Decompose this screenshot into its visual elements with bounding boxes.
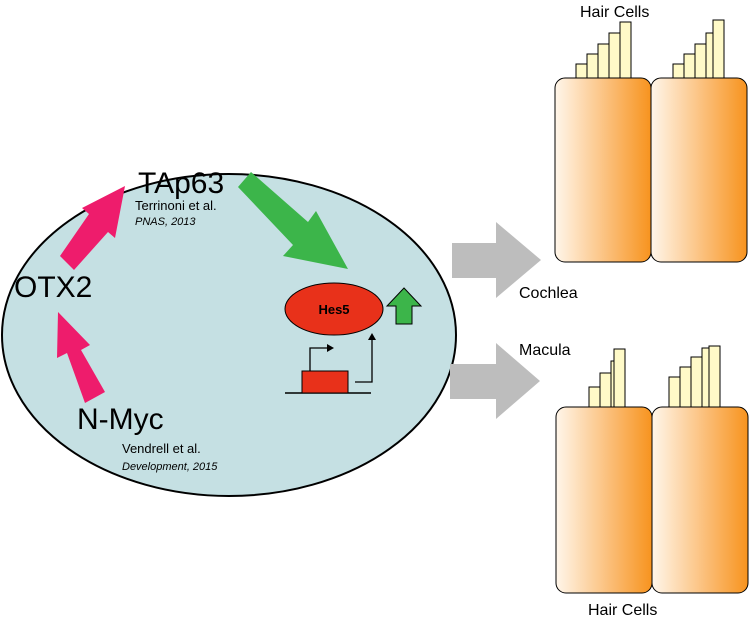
otx2-to-tap63-arrow [60,186,125,270]
to-macula-arrow [450,343,540,419]
macula-hair-cell-left [555,348,653,594]
to-cochlea-arrow [452,222,541,298]
hair-cells-top-label: Hair Cells [580,4,649,21]
nmyc-label: N-Myc [77,403,164,436]
cochlea-label: Cochlea [519,285,578,302]
tap63-to-hes5-arrow [238,172,348,269]
macula-hair-cell-right [651,345,749,594]
gene-box [301,370,349,394]
cochlea-hair-cell-right [650,19,748,263]
hes5-transcript-arrow [355,338,373,383]
nmyc-to-otx2-arrow [57,312,105,403]
upregulation-arrow-icon [385,287,423,325]
hes5-oval [284,282,384,336]
cochlea-hair-cell-left [554,21,652,263]
terrinoni-citation: Terrinoni et al. [135,198,217,213]
vendrell-journal: Development, 2015 [122,461,218,473]
nucleus-ellipse [1,173,457,497]
terrinoni-journal: PNAS, 2013 [135,216,196,228]
tss-arrowhead [327,344,334,352]
otx2-label: OTX2 [14,271,92,304]
macula-label: Macula [519,342,571,359]
hes5-label: Hes5 [318,302,349,317]
tap63-label: TAp63 [138,167,224,200]
transcription-start-arrow [309,347,330,371]
hair-cells-bottom-label: Hair Cells [588,602,657,619]
transcript-arrowhead [368,333,376,340]
vendrell-citation: Vendrell et al. [122,441,201,456]
